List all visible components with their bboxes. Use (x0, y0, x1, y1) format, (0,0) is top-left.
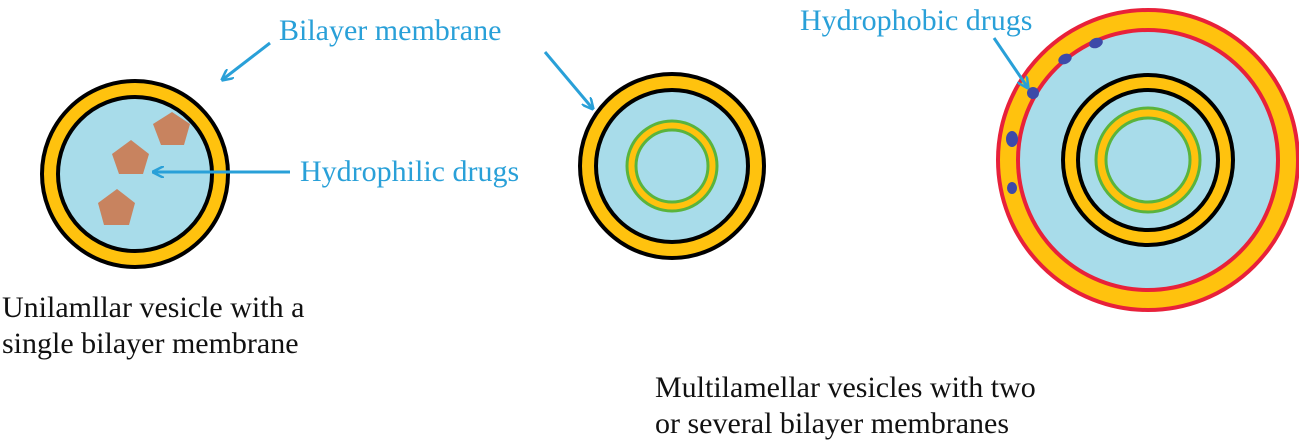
hydrophilic-drug-pentagon (112, 140, 149, 174)
unilamellar-caption-line2: single bilayer membrane (2, 327, 299, 360)
hydrophobic-arrow (992, 37, 1028, 88)
hydrophilic-drug-pentagon (98, 189, 135, 225)
hydrophobic-drug-dot (1089, 37, 1103, 49)
multilamellar-caption-line1: Multilamellar vesicles with two (655, 371, 1036, 404)
unilamellar-caption-line1: Unilamllar vesicle with a (2, 291, 305, 324)
hydrophobic-drugs-label: Hydrophobic drugs (800, 4, 1033, 37)
hydrophobic-drug-dot (1007, 182, 1017, 194)
bilayer-membrane-label: Bilayer membrane (279, 14, 502, 47)
unilamellar-caption: Unilamllar vesicle with a single bilayer… (2, 290, 304, 362)
hydrophilic-drug-pentagon (153, 112, 190, 145)
bilayer-arrow-right (543, 51, 593, 109)
hydrophobic-drug-dot (1058, 53, 1072, 65)
multilamellar-caption: Multilamellar vesicles with two or sever… (655, 370, 1036, 442)
multilamellar-vesicle-large (996, 8, 1299, 312)
multilamellar-caption-line2: or several bilayer membranes (655, 407, 1010, 440)
large-inner-core (1104, 116, 1192, 204)
hydrophilic-drugs-label: Hydrophilic drugs (300, 155, 520, 188)
small-inner-core (634, 128, 710, 204)
hydrophobic-drug-dot (1027, 87, 1039, 99)
hydrophobic-drug-dot (1006, 131, 1018, 147)
bilayer-arrow-left (222, 41, 271, 80)
unilamellar-vesicle (40, 79, 230, 269)
multilamellar-vesicle-small (578, 72, 766, 260)
